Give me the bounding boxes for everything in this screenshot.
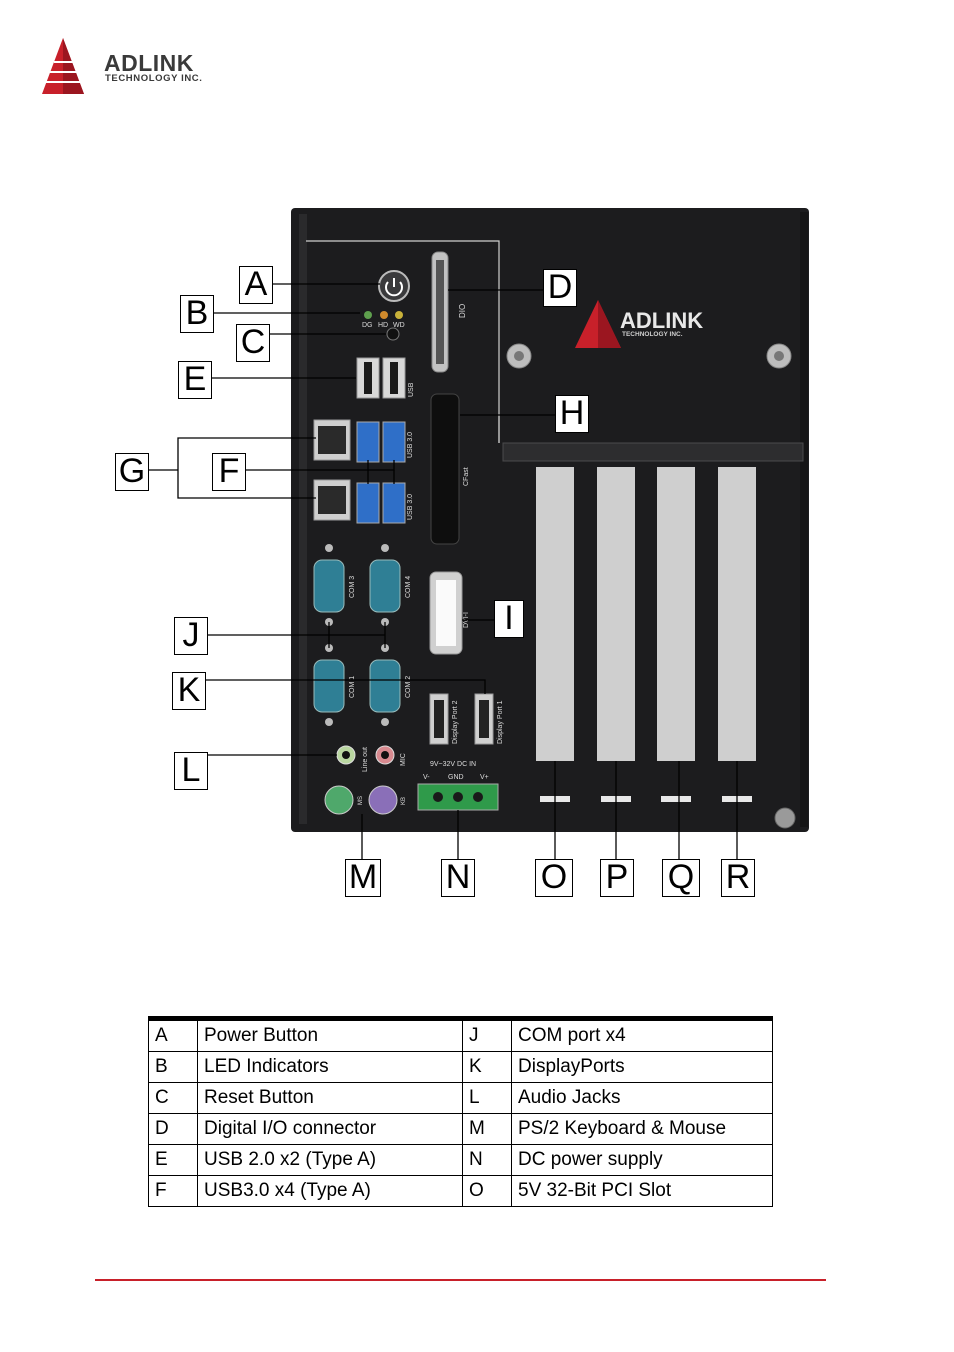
svg-text:COM 2: COM 2 xyxy=(405,676,412,698)
chassis-brand-plate: ADLINK TECHNOLOGY INC. xyxy=(575,300,703,348)
logo-tagline: TECHNOLOGY INC. xyxy=(105,73,203,84)
legend-table: A Power Button J COM port x4 B LED Indic… xyxy=(148,1016,773,1207)
chassis-brand-text: ADLINK xyxy=(620,308,703,333)
logo-brand: ADLINK xyxy=(104,50,194,76)
svg-text:COM 3: COM 3 xyxy=(349,576,356,598)
svg-text:V-: V- xyxy=(423,774,430,781)
adlink-logo: ADLINK TECHNOLOGY INC. xyxy=(38,36,238,98)
svg-text:DIO: DIO xyxy=(458,304,467,318)
callout-O: O xyxy=(535,859,573,897)
table-row: C Reset Button L Audio Jacks xyxy=(148,1082,773,1114)
svg-text:Display Port 1: Display Port 1 xyxy=(497,700,504,744)
callout-J: J xyxy=(174,617,208,655)
svg-text:COM 1: COM 1 xyxy=(349,676,356,698)
pci-slot-covers xyxy=(536,467,756,802)
led-wd xyxy=(395,311,403,319)
adlink-triangle-icon xyxy=(42,38,84,94)
svg-text:HD: HD xyxy=(378,322,388,329)
callout-E: E xyxy=(178,361,212,399)
front-panel-figure: ADLINK TECHNOLOGY INC. DG HD WD DIO USB xyxy=(148,208,809,860)
usb3-ports xyxy=(356,421,406,524)
svg-text:9V~32V DC IN: 9V~32V DC IN xyxy=(430,761,476,768)
svg-text:WD: WD xyxy=(393,322,405,329)
callout-K: K xyxy=(172,672,206,710)
svg-text:V+: V+ xyxy=(480,774,489,781)
callout-Q: Q xyxy=(662,859,700,897)
svg-text:MIC: MIC xyxy=(400,753,407,766)
callout-R: R xyxy=(721,859,755,897)
callout-G: G xyxy=(115,453,149,491)
table-row: D Digital I/O connector M PS/2 Keyboard … xyxy=(148,1113,773,1145)
svg-text:USB 3.0: USB 3.0 xyxy=(407,494,414,520)
chassis-brand-sub: TECHNOLOGY INC. xyxy=(622,331,683,338)
svg-text:COM 4: COM 4 xyxy=(405,576,412,598)
table-row: A Power Button J COM port x4 xyxy=(148,1016,773,1052)
ps2-keyboard-port xyxy=(368,785,398,815)
led-hd xyxy=(380,311,388,319)
dc-power-terminal xyxy=(417,783,499,811)
callout-F: F xyxy=(212,453,246,491)
callout-A: A xyxy=(239,266,273,304)
table-row: F USB3.0 x4 (Type A) O 5V 32-Bit PCI Slo… xyxy=(148,1175,773,1207)
svg-text:CFast: CFast xyxy=(463,467,470,486)
com-ports xyxy=(313,544,401,726)
callout-P: P xyxy=(600,859,634,897)
table-row: E USB 2.0 x2 (Type A) N DC power supply xyxy=(148,1144,773,1176)
table-row: B LED Indicators K DisplayPorts xyxy=(148,1051,773,1083)
svg-text:Line out: Line out xyxy=(362,747,369,772)
callout-B: B xyxy=(180,295,214,333)
svg-text:KB: KB xyxy=(401,797,407,805)
ps2-mouse-port xyxy=(324,785,354,815)
callout-D: D xyxy=(543,269,577,307)
callout-C: C xyxy=(236,324,270,362)
callout-M: M xyxy=(345,859,381,897)
led-dg xyxy=(364,311,372,319)
footer-divider xyxy=(95,1279,826,1281)
svg-text:Display Port 2: Display Port 2 xyxy=(452,700,459,744)
callout-N: N xyxy=(441,859,475,897)
cfast-slot xyxy=(430,393,460,545)
callout-H: H xyxy=(555,395,589,433)
svg-text:USB: USB xyxy=(408,382,415,397)
reset-button-icon xyxy=(386,327,400,341)
svg-text:GND: GND xyxy=(448,774,464,781)
callout-L: L xyxy=(174,752,208,790)
callout-leader-lines xyxy=(148,283,738,860)
svg-text:USB 3.0: USB 3.0 xyxy=(407,432,414,458)
callout-I: I xyxy=(494,600,524,638)
svg-text:MS: MS xyxy=(358,796,364,805)
svg-text:DG: DG xyxy=(362,322,373,329)
